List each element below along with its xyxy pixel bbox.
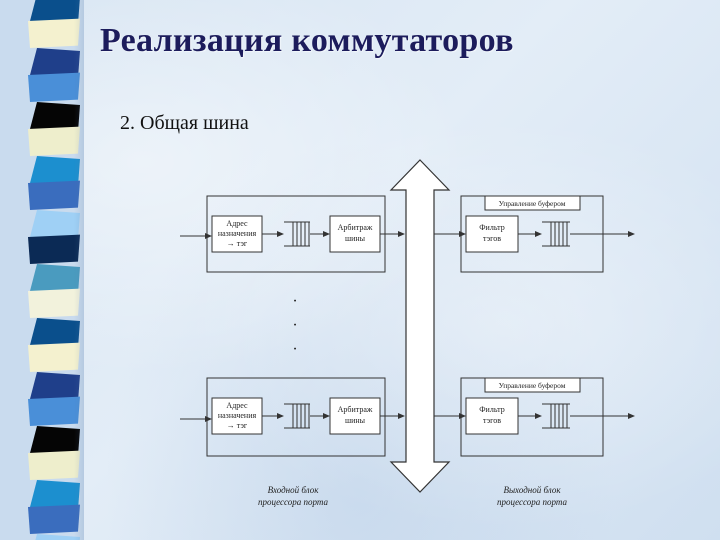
- tag-filter-line-2: тэгов: [483, 416, 501, 425]
- dest-address-line-3: → тэг: [227, 421, 248, 430]
- output-block-bottom: Управление буфером Фильтр тэгов: [434, 377, 635, 457]
- input-caption-line-1: Входной блок: [268, 485, 320, 495]
- bus-arbitration-box: [329, 397, 381, 435]
- bus-arbitration-line-1: Арбитраж: [338, 223, 373, 232]
- dest-address-line-3: → тэг: [227, 239, 248, 248]
- ellipsis-dot: ·: [292, 293, 297, 310]
- strip-tile: [28, 18, 80, 48]
- dest-address-line-1: Адрес: [226, 219, 248, 228]
- strip-tile: [28, 342, 80, 372]
- strip-tile: [28, 504, 80, 534]
- strip-tile: [30, 0, 80, 24]
- strip-tile: [35, 534, 80, 540]
- strip-tile: [30, 48, 80, 78]
- strip-tiles: [28, 0, 80, 540]
- decorative-strip: [0, 0, 84, 540]
- queue-icon: [542, 403, 570, 429]
- strip-tile: [28, 288, 80, 318]
- dest-address-box: [211, 215, 263, 253]
- buffer-control-label: Управление буфером: [499, 381, 566, 390]
- input-block-bottom: Адрес назначения → тэг Арбитраж шины: [180, 377, 405, 457]
- strip-tile: [30, 372, 80, 402]
- strip-shadow: [74, 0, 84, 540]
- tag-filter-box: [465, 397, 519, 435]
- strip-tile: [28, 450, 80, 480]
- tag-filter-line-1: Фильтр: [479, 223, 505, 232]
- slide-subtitle: 2. Общая шина: [120, 112, 249, 134]
- strip-tile: [28, 126, 80, 156]
- tag-filter-box: [465, 215, 519, 253]
- strip-tile: [28, 396, 80, 426]
- strip-tile: [30, 318, 80, 348]
- strip-tile: [30, 102, 80, 132]
- strip-tile: [30, 210, 80, 240]
- dest-address-line-1: Адрес: [226, 401, 248, 410]
- slide-title: Реализация коммутаторов: [100, 22, 514, 59]
- output-caption-line-1: Выходной блок: [503, 485, 561, 495]
- input-caption-line-2: процессора порта: [258, 497, 329, 507]
- buffer-control-box: [484, 195, 581, 211]
- output-caption-line-2: процессора порта: [497, 497, 568, 507]
- tag-filter-line-1: Фильтр: [479, 405, 505, 414]
- ellipsis-dot: ·: [292, 341, 297, 358]
- strip-tile: [30, 156, 80, 186]
- dest-address-line-2: назначения: [218, 229, 257, 238]
- ellipsis-dot: ·: [292, 317, 297, 334]
- queue-icon: [284, 403, 310, 429]
- bus-arbitration-line-2: шины: [345, 416, 366, 425]
- queue-icon: [542, 221, 570, 247]
- strip-tile: [30, 264, 80, 294]
- dest-address-line-2: назначения: [218, 411, 257, 420]
- strip-tile: [30, 480, 80, 510]
- strip-tile: [28, 234, 80, 264]
- queue-icon: [284, 221, 310, 247]
- strip-tile: [28, 72, 80, 102]
- strip-tile: [28, 180, 80, 210]
- bus-arbitration-line-2: шины: [345, 234, 366, 243]
- input-block-top: Адрес назначения → тэг Арбитраж шины: [180, 195, 405, 273]
- strip-tile: [30, 426, 80, 456]
- shared-bus-arrow: [389, 159, 451, 493]
- buffer-control-box: [484, 377, 581, 393]
- buffer-control-label: Управление буфером: [499, 199, 566, 208]
- bus-arbitration-line-1: Арбитраж: [338, 405, 373, 414]
- output-block-top: Управление буфером Фильтр тэгов: [434, 195, 635, 273]
- tag-filter-line-2: тэгов: [483, 234, 501, 243]
